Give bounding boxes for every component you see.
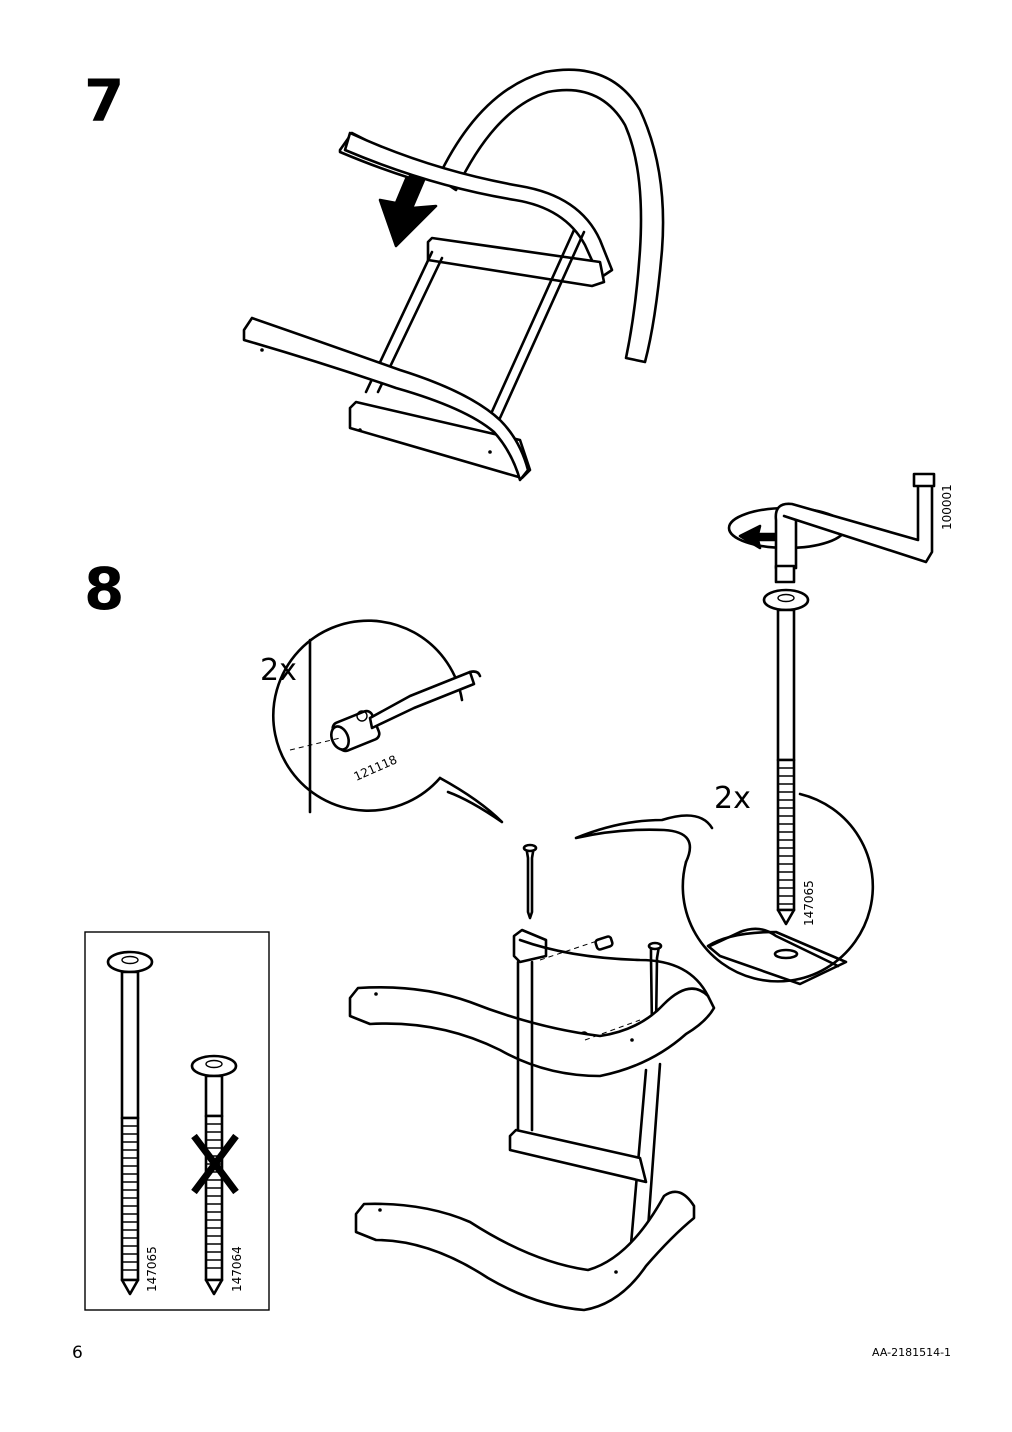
wrong-part-cross-icon (191, 1133, 239, 1195)
allen-key (727, 472, 936, 584)
document-code: AA-2181514-1 (872, 1346, 952, 1359)
bolt-part-number: 147065 (802, 880, 816, 926)
barrel-nut-callout (272, 619, 504, 824)
step-8-number: 8 (84, 555, 125, 623)
parts-key-box (84, 931, 270, 1311)
chair-base-assembly (348, 843, 716, 1312)
long-bolt (762, 588, 810, 926)
correct-bolt-part-number: 147065 (145, 1246, 159, 1292)
rotate-arrow-head (378, 158, 438, 248)
page-number: 6 (72, 1343, 83, 1363)
bolt-quantity: 2x (714, 781, 751, 816)
barrel-nut-quantity: 2x (260, 653, 297, 688)
wrong-bolt-part-number: 147064 (230, 1246, 244, 1292)
bolt-insertion-callout (574, 792, 875, 986)
step-7-chair-frame (242, 68, 665, 482)
rotate-arrow-band (436, 68, 665, 364)
step-7-number: 7 (84, 67, 125, 135)
allen-key-part-number: 100001 (940, 484, 954, 530)
